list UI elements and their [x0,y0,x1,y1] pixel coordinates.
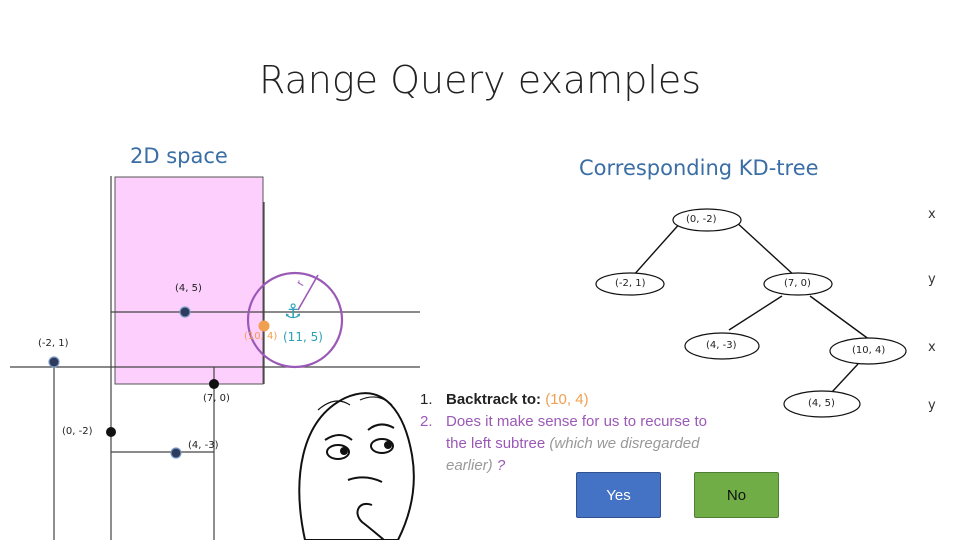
point-4-5 [179,306,191,318]
no-button[interactable]: No [694,472,779,518]
question-item-1: Backtrack to: (10, 4) [446,389,776,411]
tree-edge [734,220,797,278]
tree-edge [809,295,871,341]
question-mark: ? [496,457,506,474]
question-line: Does it make sense for us to recurse to [446,413,707,430]
list-number: 1. [420,391,433,408]
tree-node [829,337,907,365]
tree-node-label: (4, -3) [706,340,737,351]
point-label: (4, 5) [175,283,202,294]
tree-node-label: (0, -2) [686,214,717,225]
tree-node [763,272,833,296]
point-4-neg3 [170,447,182,459]
point-label: (7, 0) [203,393,230,404]
level-label: x [928,207,936,222]
question-line: the left subtree (which we disregarded [446,433,776,455]
tree-node-label: (10, 4) [852,345,886,356]
question-line: earlier) ? [446,455,776,477]
tree-heading: Corresponding KD-tree [579,156,819,180]
tree-edge [831,363,859,393]
question-item-2: Does it make sense for us to recurse to … [446,411,776,477]
query-point-label: (10, 4) [244,331,278,342]
point-label: (4, -3) [188,440,219,451]
tree-node [783,390,861,418]
question-fragment: the left subtree [446,435,550,452]
highlight-region [114,176,264,385]
tree-edge [631,220,683,278]
tree-node [684,332,760,360]
tree-node-label: (-2, 1) [615,278,646,289]
tree-node [595,272,665,296]
tree-edge [728,295,783,331]
backtrack-text: Backtrack to: [446,391,546,408]
level-label: y [928,272,936,287]
tree-node-label: (7, 0) [784,278,811,289]
point-0-neg2 [106,427,116,437]
point-7-0 [209,379,219,389]
list-number: 2. [420,413,433,430]
question-aside: (which we disregarded [549,435,700,452]
radius-line [297,274,319,311]
query-point-10-4 [258,320,270,332]
question-aside: earlier) [446,457,497,474]
point-neg2-1 [48,356,60,368]
level-label: y [928,398,936,413]
tree-node-label: (4, 5) [808,398,835,409]
tree-node [672,208,742,232]
anchor-icon: ⚓ [284,299,302,323]
space-heading: 2D space [130,144,228,168]
level-label: x [928,340,936,355]
page-title: Range Query examples [258,58,702,102]
query-center-label: (11, 5) [283,330,323,344]
backtrack-point: (10, 4) [545,391,589,408]
point-label: (0, -2) [62,426,93,437]
query-radius-circle [246,271,344,369]
point-label: (-2, 1) [38,338,69,349]
yes-button[interactable]: Yes [576,472,661,518]
